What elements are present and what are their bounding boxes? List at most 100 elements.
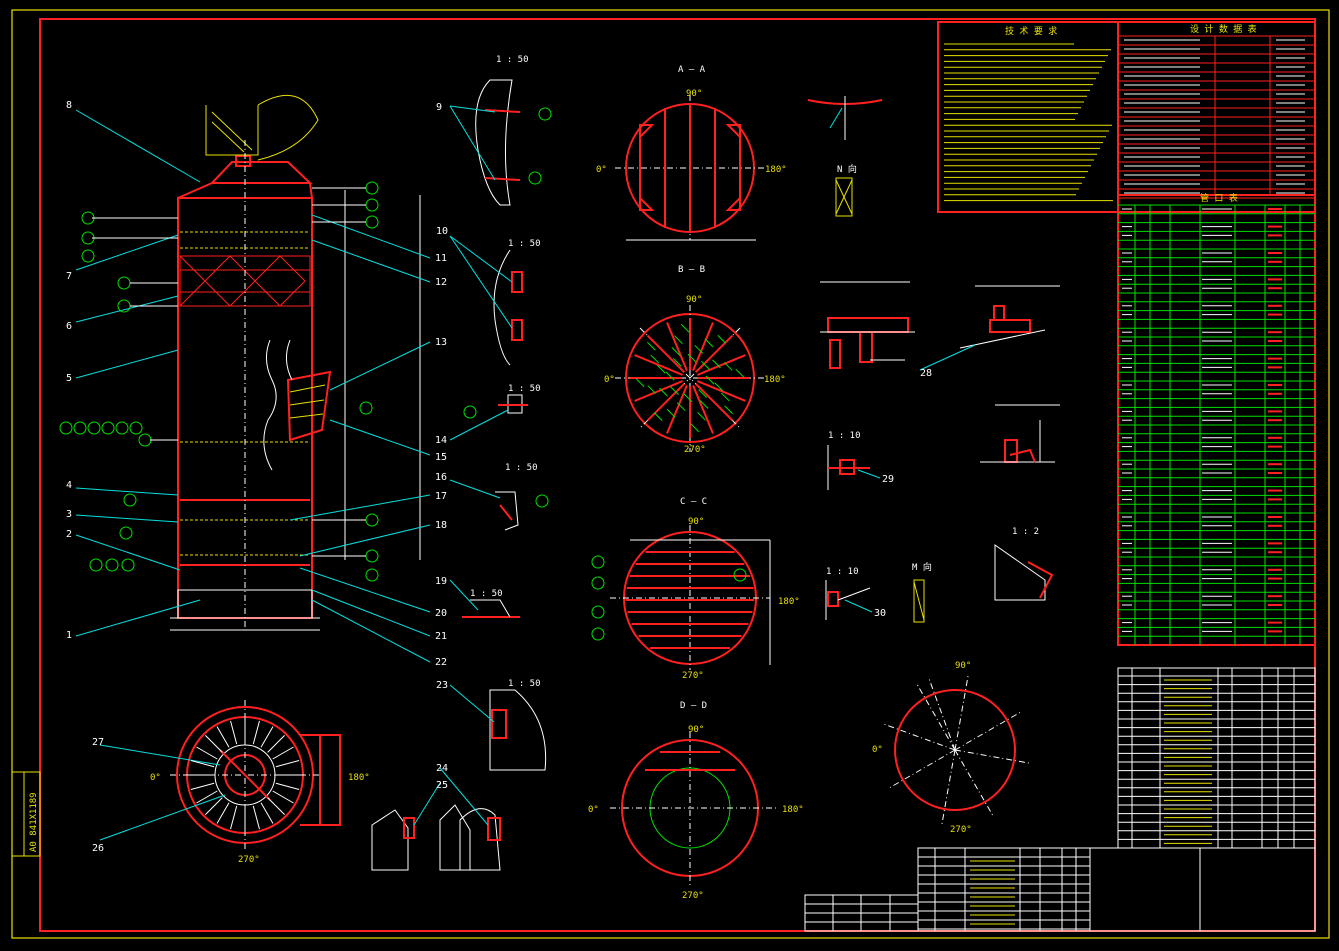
section-cc-title: C — C [680, 497, 707, 507]
part-number-28: 28 [920, 368, 932, 379]
plan-support-beam [205, 797, 223, 815]
distributor-arm [666, 385, 688, 434]
bb-angle-bottom: 270° [684, 445, 706, 455]
plan-support-beam [252, 720, 260, 745]
detail-flange-2 [919, 285, 1060, 371]
nozzle-tick [683, 393, 693, 403]
drawing-number-box [1199, 847, 1316, 932]
part-number-12: 12 [435, 277, 447, 288]
nozzle-tick [712, 359, 721, 369]
distributor-arm [666, 322, 688, 371]
part-number-15: 15 [435, 452, 447, 463]
part-number-25: 25 [436, 780, 448, 791]
part-number-6: 6 [66, 321, 72, 332]
nozzle-tick [672, 358, 682, 367]
detail-n-view [807, 96, 883, 217]
nozzle-tick [687, 353, 697, 363]
part-number-13: 13 [435, 337, 447, 348]
part-number-10: 10 [436, 226, 448, 237]
orientation-line [941, 749, 956, 824]
aa-angle-right: 180° [765, 165, 787, 175]
plan-support-beam [272, 746, 294, 760]
plan-support-beam [196, 746, 218, 760]
section-aa [615, 95, 765, 241]
scale-10: 1 : 50 [508, 239, 541, 249]
bb-angle-right: 180° [764, 375, 786, 385]
drawing-border [39, 18, 1316, 932]
parts-list-table [1117, 667, 1316, 849]
nozzle-tick [680, 323, 690, 333]
nozzle-tick [635, 378, 645, 388]
part-number-30: 30 [874, 608, 886, 619]
distributor-arm [694, 334, 734, 374]
part-number-26: 26 [92, 843, 104, 854]
plan-support-beam [205, 735, 223, 753]
scale-23: 1 : 50 [508, 679, 541, 689]
plan-support-beam [267, 735, 285, 753]
nozzle-tick [650, 354, 660, 364]
part-number-5: 5 [66, 373, 72, 384]
cc-balloons [591, 555, 747, 641]
plan-support-beam [216, 802, 230, 824]
part-number-9: 9 [436, 102, 442, 113]
nozzle-tick [690, 423, 700, 433]
plan-angle-right: 180° [348, 773, 370, 783]
nozzle-tick [694, 344, 704, 354]
plan-support-beam [216, 726, 230, 748]
orientation-line [889, 749, 956, 788]
plan-support-beam [190, 760, 215, 768]
plan-support-beam [230, 805, 238, 830]
plan-angle-bottom: 270° [238, 855, 260, 865]
title-block [804, 847, 1316, 932]
plan-support-beam [272, 790, 294, 804]
section-cc [610, 525, 771, 670]
design-data-title: 设 计 数 据 表 [1190, 23, 1257, 35]
scale-9: 1 : 50 [496, 55, 529, 65]
detail-weld-1 [980, 404, 1060, 463]
plan-support-beam [275, 782, 300, 790]
tower-plan-view [99, 700, 341, 850]
distributor-arm [634, 354, 683, 376]
cc-angle-bottom: 270° [682, 671, 704, 681]
nozzle-tick [653, 412, 663, 421]
dd-angle-left: 0° [588, 805, 599, 815]
nozzle-tick [647, 385, 657, 394]
detail-gusset [994, 544, 1054, 601]
distributor-arm [646, 334, 686, 374]
sheet-size-label: A0 841X1189 [29, 792, 39, 852]
nozzle-tick [717, 335, 727, 344]
distributor-arm [697, 354, 746, 376]
detail-30 [825, 580, 873, 620]
part-number-16: 16 [435, 472, 447, 483]
part-number-27: 27 [92, 737, 104, 748]
plan-support-beam [252, 805, 260, 830]
tower-elevation [170, 94, 421, 631]
scale-29: 1 : 10 [828, 431, 861, 441]
scale-14: 1 : 50 [508, 384, 541, 394]
part-number-7: 7 [66, 271, 72, 282]
distributor-arm [692, 385, 714, 434]
nozzle-tick [647, 341, 656, 351]
nozzle-tick [720, 392, 730, 402]
nozzle-tick [659, 387, 668, 397]
cc-angle-right: 180° [778, 597, 800, 607]
nozzle-tick [697, 411, 706, 421]
nozzle-table [1117, 194, 1316, 646]
part-number-29: 29 [882, 474, 894, 485]
distributor-arm [692, 322, 714, 371]
detail-flange-1 [820, 281, 915, 369]
scale-16: 1 : 50 [505, 463, 538, 473]
scale-30: 1 : 10 [826, 567, 859, 577]
orientation-line [954, 749, 993, 816]
section-dd [610, 732, 778, 885]
tech-req-title: 技 术 要 求 [1005, 25, 1057, 37]
orient-angle-left: 0° [872, 745, 883, 755]
plan-support-beam [260, 726, 274, 748]
nozzle-tick [674, 335, 683, 345]
part-number-19: 19 [435, 576, 447, 587]
part-number-21: 21 [435, 631, 447, 642]
part-number-18: 18 [435, 520, 447, 531]
elevation-leaders [75, 109, 431, 663]
plan-support-beam [260, 802, 274, 824]
